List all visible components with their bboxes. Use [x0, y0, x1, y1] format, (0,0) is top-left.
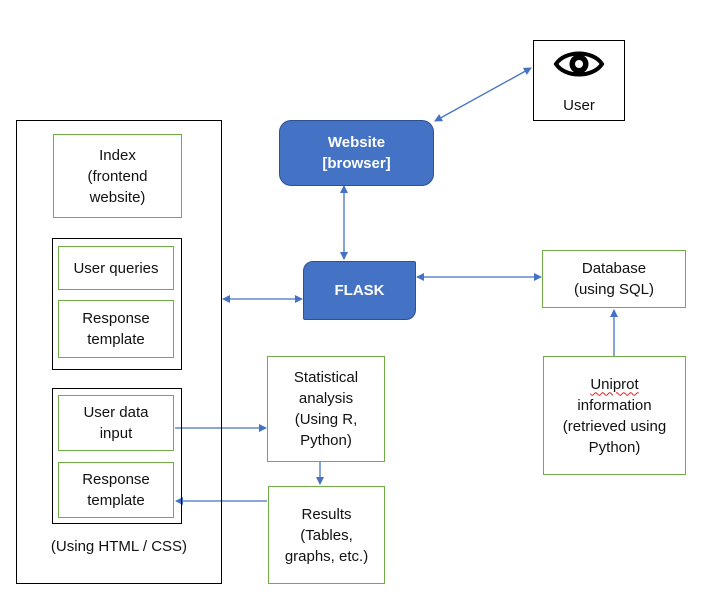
response-template-label-2: Response template	[82, 471, 150, 509]
user-queries-node: User queries	[58, 246, 174, 290]
index-label: Index (frontend website)	[87, 146, 148, 206]
uniprot-node: Uniprot information (retrieved using Pyt…	[543, 356, 686, 475]
user-node: User	[533, 40, 625, 121]
uniprot-label-rest: information (retrieved using Python)	[562, 396, 667, 456]
response-template-node-1: Response template	[58, 300, 174, 358]
flask-label: FLASK	[334, 282, 385, 299]
website-subtitle: [browser]	[322, 155, 391, 172]
uniprot-label-word: Uniprot	[590, 375, 639, 393]
frontend-container	[16, 120, 222, 584]
results-label: Results (Tables, graphs, etc.)	[284, 505, 369, 565]
query-group	[52, 238, 182, 370]
response-template-label-1: Response template	[82, 310, 150, 348]
database-label: Database (using SQL)	[573, 260, 655, 298]
stats-node: Statistical analysis (Using R, Python)	[267, 356, 385, 462]
eye-icon	[553, 51, 605, 77]
user-label: User	[563, 97, 595, 114]
response-template-node-2: Response template	[58, 462, 174, 518]
index-node: Index (frontend website)	[53, 134, 182, 218]
website-node: Website [browser]	[279, 120, 434, 186]
website-title: Website	[327, 134, 386, 151]
arrow-website-user	[434, 67, 532, 122]
user-data-input-node: User data input	[58, 395, 174, 451]
frontend-caption: (Using HTML / CSS)	[50, 538, 188, 555]
flask-node: FLASK	[303, 261, 416, 320]
stats-label: Statistical analysis (Using R, Python)	[293, 369, 359, 449]
user-data-input-label: User data input	[83, 404, 149, 442]
user-queries-label: User queries	[73, 259, 159, 277]
database-node: Database (using SQL)	[542, 250, 686, 308]
data-group	[52, 388, 182, 524]
results-node: Results (Tables, graphs, etc.)	[268, 486, 385, 584]
